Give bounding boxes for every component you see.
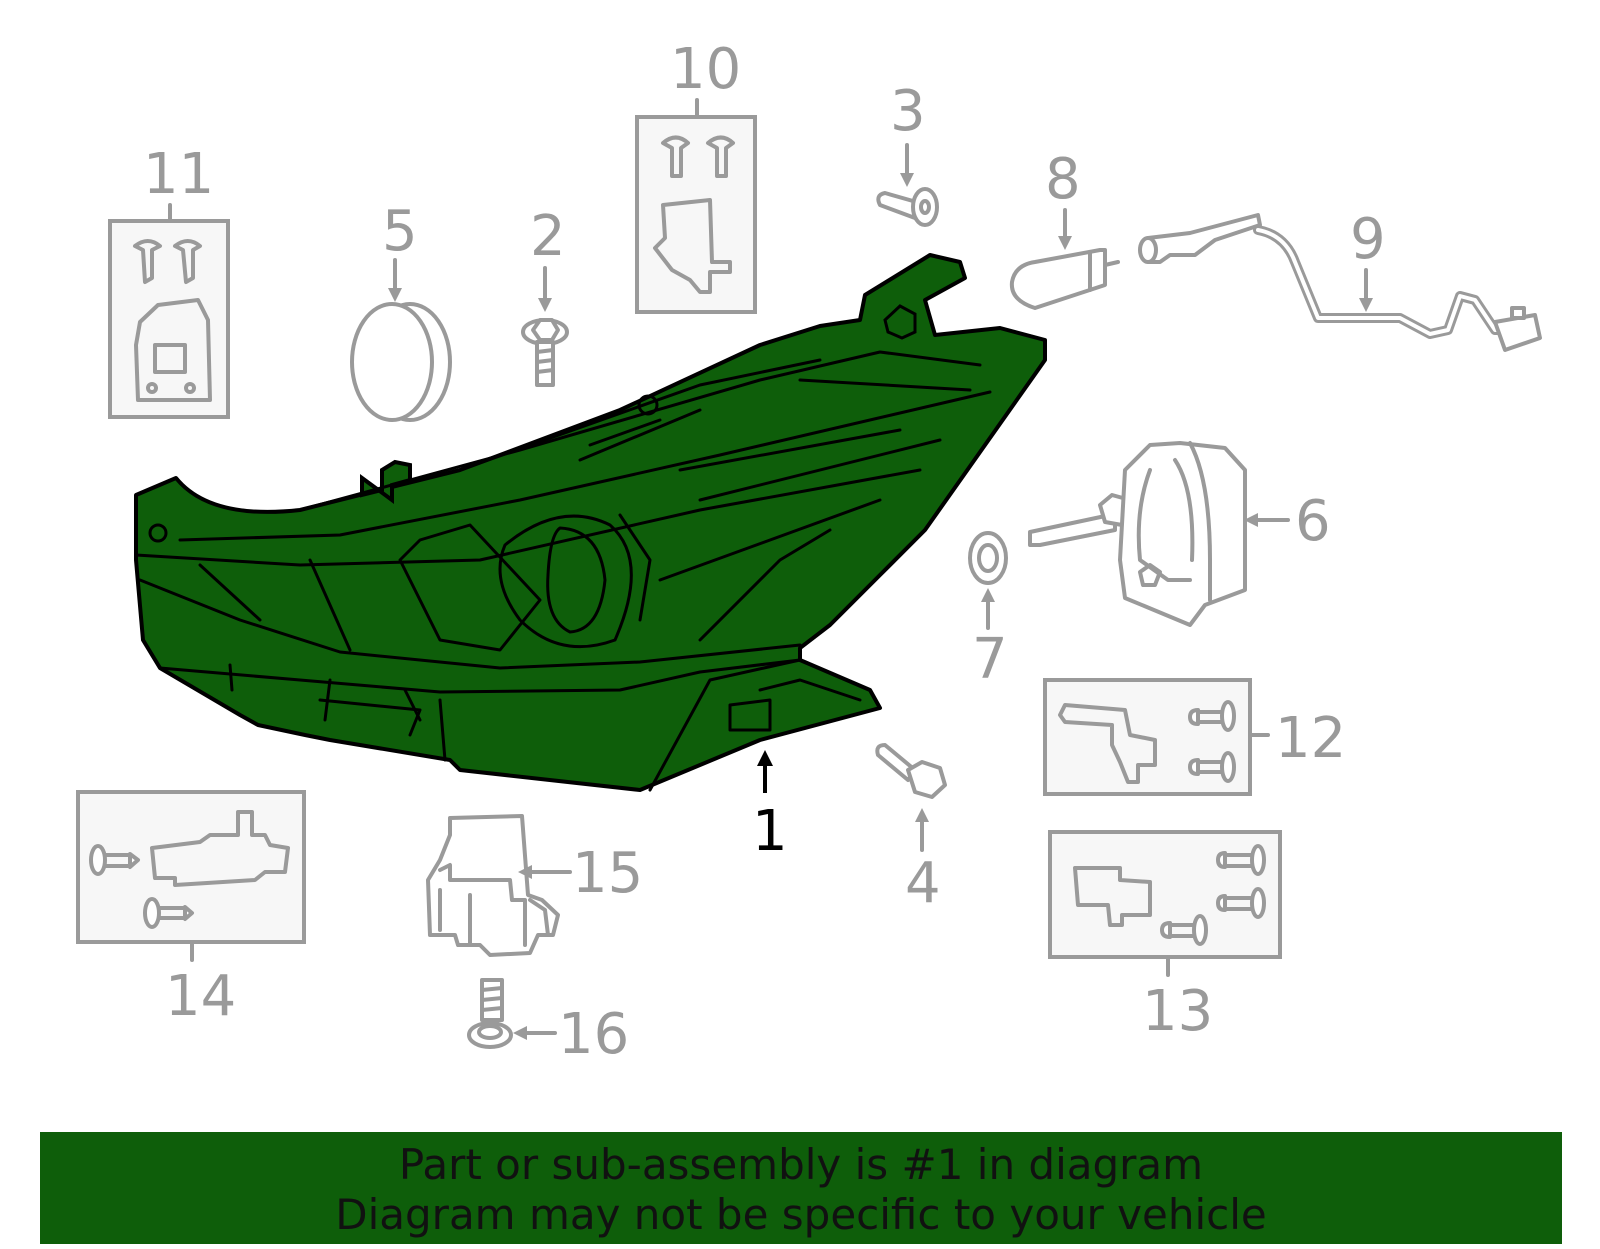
callout-14: 14: [165, 964, 236, 1029]
part-16-screw[interactable]: [467, 978, 557, 1049]
part-7-o-ring[interactable]: [968, 531, 1008, 630]
callout-5: 5: [382, 199, 418, 264]
part-2-screw[interactable]: [521, 266, 569, 387]
callout-7: 7: [972, 627, 1008, 692]
part-3-bolt[interactable]: [876, 143, 939, 227]
banner-line-2: Diagram may not be specific to your vehi…: [335, 1190, 1267, 1239]
callout-12: 12: [1275, 706, 1346, 771]
part-9-harness[interactable]: [1138, 213, 1542, 352]
part-13-kit[interactable]: [1048, 830, 1282, 977]
callout-8: 8: [1045, 147, 1081, 212]
part-12-kit[interactable]: [1043, 678, 1270, 796]
part-15-bracket[interactable]: [426, 814, 572, 957]
part-8-bulb[interactable]: [1009, 208, 1120, 310]
callout-15: 15: [572, 841, 643, 906]
callout-11: 11: [143, 142, 214, 207]
part-5-cap[interactable]: [350, 258, 452, 422]
parts-diagram: 1 11 10 5 2: [76, 37, 1542, 1067]
callout-1: 1: [752, 799, 788, 864]
headlamp-assembly[interactable]: [134, 253, 1047, 792]
banner-line-1: Part or sub-assembly is #1 in diagram: [398, 1140, 1204, 1189]
callout-3: 3: [890, 79, 926, 144]
callout-13: 13: [1142, 979, 1213, 1044]
part-11-kit[interactable]: [108, 203, 230, 419]
part-4-bolt[interactable]: [875, 743, 947, 852]
callout-6: 6: [1295, 489, 1331, 554]
part-10-kit[interactable]: [635, 98, 757, 314]
part-14-kit[interactable]: [76, 790, 306, 962]
callout-2: 2: [530, 204, 566, 269]
callout-9: 9: [1350, 207, 1386, 272]
part-6-leveling-motor[interactable]: [1028, 441, 1290, 627]
callout-4: 4: [905, 851, 941, 916]
callout-10: 10: [670, 37, 741, 102]
info-banner: Part or sub-assembly is #1 in diagram Di…: [40, 1132, 1562, 1244]
callout-16: 16: [558, 1002, 629, 1067]
headlamp-body: [134, 253, 1047, 792]
